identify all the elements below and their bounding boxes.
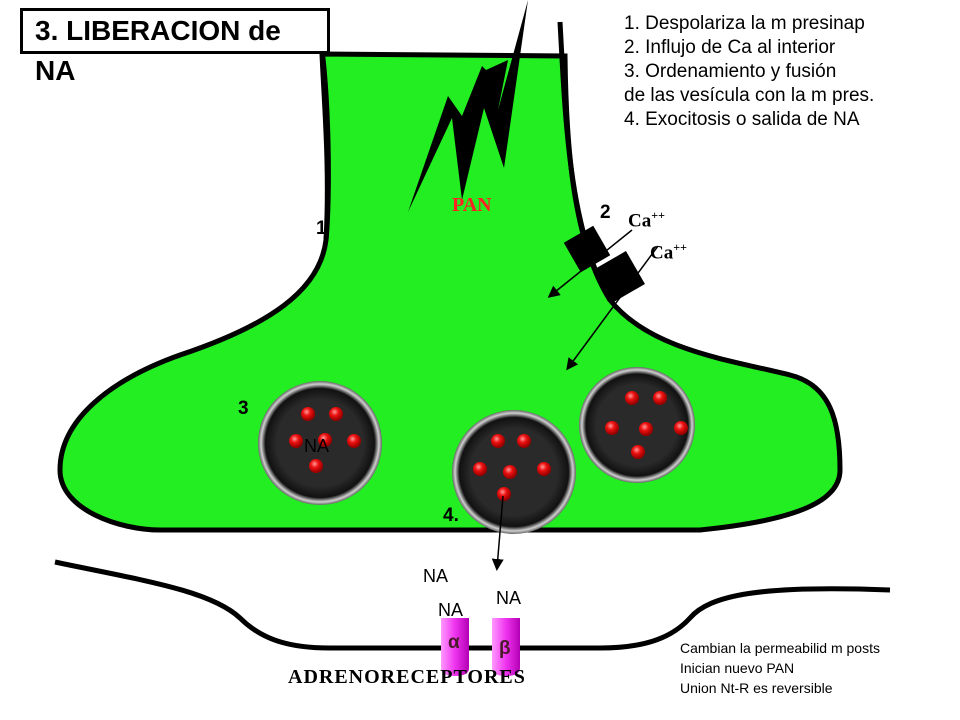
na-vesicle-label: NA: [304, 436, 330, 456]
na-granule: [631, 445, 645, 459]
ca-influx-arrow: [566, 245, 659, 371]
na-granule: [329, 407, 343, 421]
na-granule: [537, 462, 551, 476]
vesicle: [579, 367, 695, 483]
na-granule: [473, 462, 487, 476]
na-granule: [517, 434, 531, 448]
slide-title: 3. LIBERACION de NA: [20, 8, 330, 86]
na-granule: [309, 459, 323, 473]
calcium-label: Ca++: [650, 240, 687, 264]
vesicle: [452, 410, 576, 534]
calcium-channel-icon: [563, 225, 611, 273]
marker-2: 2: [600, 202, 611, 223]
marker-4: 4.: [443, 505, 459, 526]
note-item: Cambian la permeabilid m posts: [680, 640, 880, 656]
vesicle: [258, 381, 382, 505]
alpha-receptor-label: α: [448, 632, 460, 653]
step-item: 1. Despolariza la m presinap: [624, 13, 865, 34]
marker-1: 1: [316, 218, 327, 239]
na-released-label: NA: [496, 588, 522, 608]
na-granule: [289, 434, 303, 448]
exocytosis-arrow: [491, 495, 504, 571]
calcium-channel-icon: [593, 251, 645, 303]
steps-list: 1. Despolariza la m presinap 2. Influjo …: [624, 12, 954, 132]
adrenoreceptors-label: ADRENORECEPTORES: [288, 666, 526, 688]
alpha-receptor: [441, 618, 469, 676]
postsynaptic-membrane: [54, 559, 891, 651]
na-released-label: NA: [438, 600, 464, 620]
na-granule: [318, 433, 332, 447]
note-item: Union Nt-R es reversible: [680, 680, 833, 696]
na-granule: [653, 391, 667, 405]
notes-list: Cambian la permeabilid m posts Inician n…: [680, 638, 960, 698]
ca-influx-arrow: [547, 229, 633, 298]
na-granule: [491, 434, 505, 448]
na-granule: [503, 465, 517, 479]
beta-receptor: [492, 618, 520, 676]
na-granule: [347, 434, 361, 448]
marker-3: 3: [238, 398, 249, 419]
na-granule: [639, 422, 653, 436]
step-item: 4. Exocitosis o salida de NA: [624, 109, 860, 130]
na-granule: [301, 407, 315, 421]
beta-receptor-label: β: [499, 638, 511, 659]
na-granule: [625, 391, 639, 405]
na-granule: [605, 421, 619, 435]
na-granule: [497, 487, 511, 501]
calcium-label: Ca++: [628, 208, 665, 232]
na-granule: [674, 421, 688, 435]
pan-label: PAN: [452, 194, 492, 216]
step-item: de las vesícula con la m pres.: [624, 85, 875, 106]
action-potential-bolt-icon: [408, 0, 528, 212]
note-item: Inician nuevo PAN: [680, 660, 795, 676]
step-item: 3. Ordenamiento y fusión: [624, 61, 837, 82]
na-released-label: NA: [423, 566, 449, 586]
step-item: 2. Influjo de Ca al interior: [624, 37, 836, 58]
